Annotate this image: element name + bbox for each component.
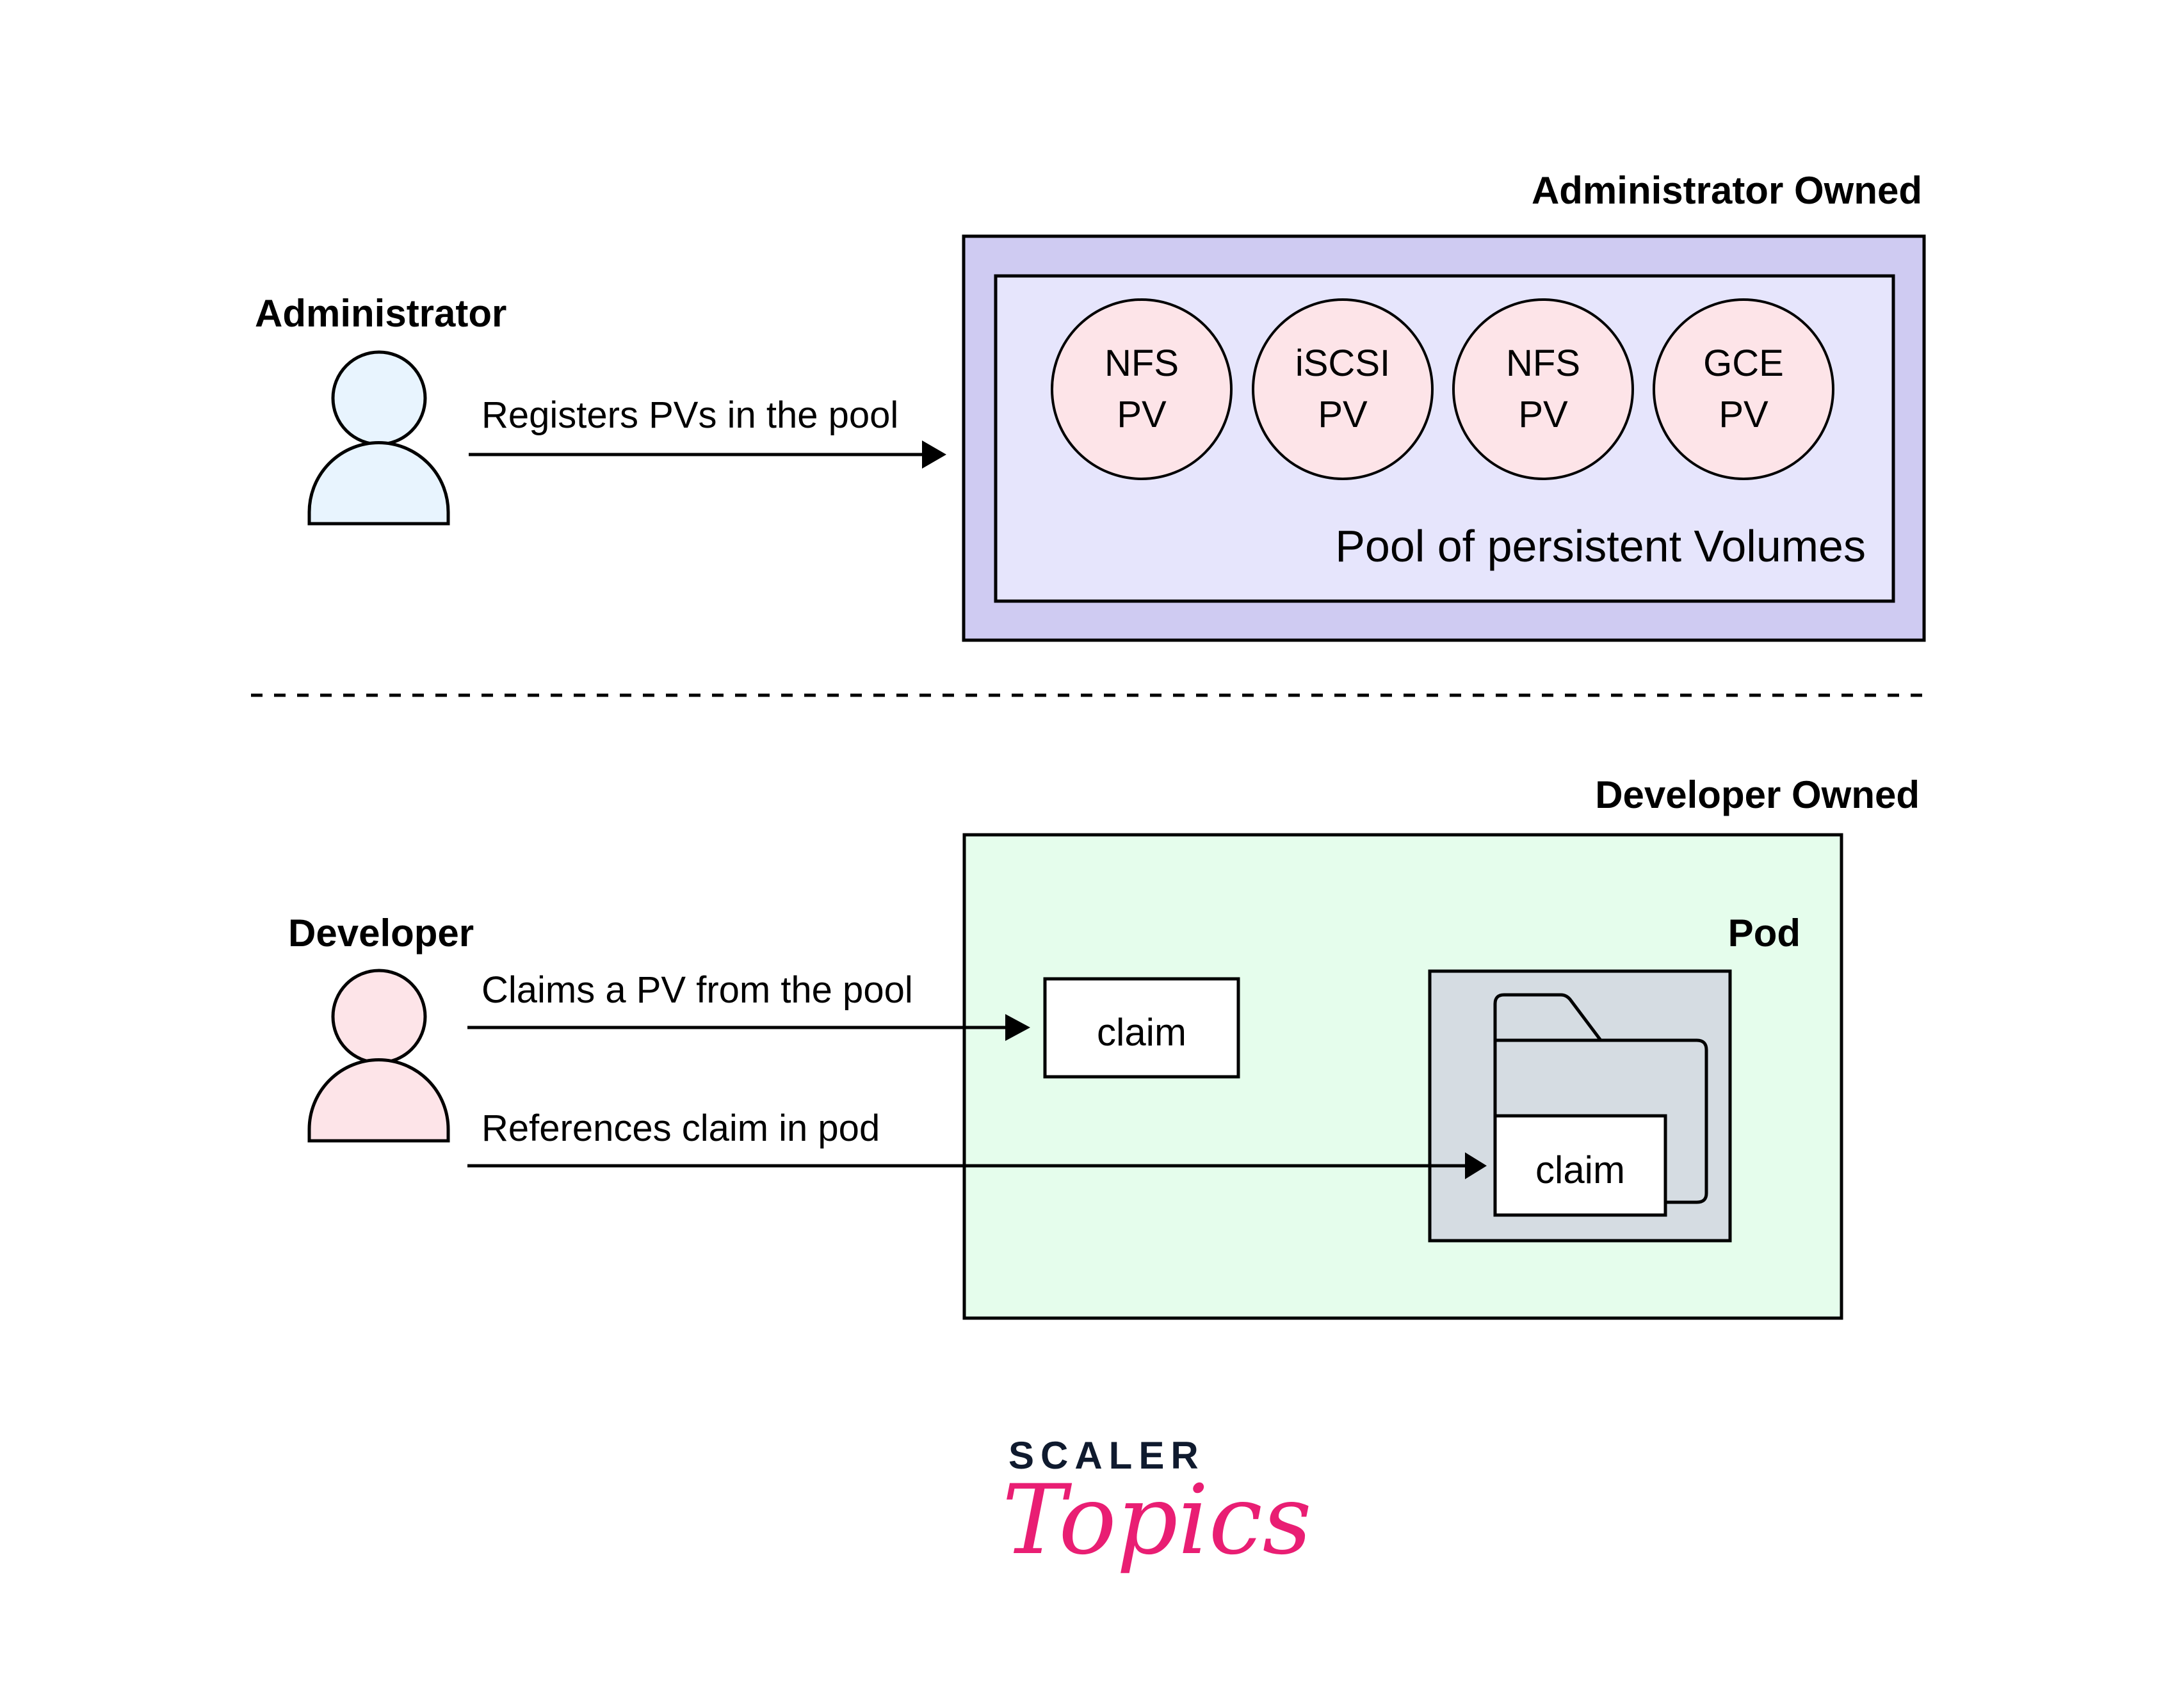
logo-brand: SCALER	[1008, 1434, 1205, 1477]
pv-label: iSCSI PV	[1253, 338, 1432, 440]
administrator-label: Administrator	[255, 292, 507, 335]
logo-product: Topics	[1002, 1465, 1312, 1576]
pod-claim-label: claim	[1535, 1148, 1625, 1191]
claim-label: claim	[1096, 1011, 1186, 1054]
pv-type: NFS	[1506, 342, 1580, 384]
developer-owned-label: Developer Owned	[1595, 773, 1920, 816]
pod-claim-box	[1493, 1114, 1667, 1217]
claim-box	[1043, 977, 1240, 1079]
pv-label: GCE PV	[1654, 338, 1833, 440]
pv-label: NFS PV	[1453, 338, 1633, 440]
claim-arrow	[467, 1014, 1030, 1041]
claim-action-label: Claims a PV from the pool	[482, 969, 913, 1011]
pv-circle	[1452, 298, 1634, 480]
reference-arrow	[467, 1152, 1487, 1179]
pv-label: NFS PV	[1052, 338, 1231, 440]
administrator-owned-label: Administrator Owned	[1531, 169, 1922, 212]
register-arrow	[469, 440, 946, 469]
developer-label: Developer	[288, 912, 474, 955]
pod-label: Pod	[1728, 912, 1801, 955]
pv-suffix: PV	[1518, 394, 1568, 435]
pv-circle	[1653, 298, 1834, 480]
pv-suffix: PV	[1117, 394, 1167, 435]
pv-circle	[1051, 298, 1233, 480]
pv-type: NFS	[1105, 342, 1179, 384]
reference-action-label: References claim in pod	[482, 1108, 880, 1149]
pv-suffix: PV	[1719, 394, 1768, 435]
administrator-person-icon	[307, 350, 450, 526]
pv-type: GCE	[1703, 342, 1784, 384]
pv-circles	[1051, 298, 1834, 480]
pool-label: Pool of persistent Volumes	[1335, 521, 1866, 571]
developer-person-icon	[307, 969, 450, 1143]
pv-suffix: PV	[1318, 394, 1368, 435]
pv-circle	[1252, 298, 1434, 480]
folder-icon	[1493, 993, 1708, 1204]
register-action-label: Registers PVs in the pool	[482, 394, 899, 436]
pv-type: iSCSI	[1295, 342, 1391, 384]
